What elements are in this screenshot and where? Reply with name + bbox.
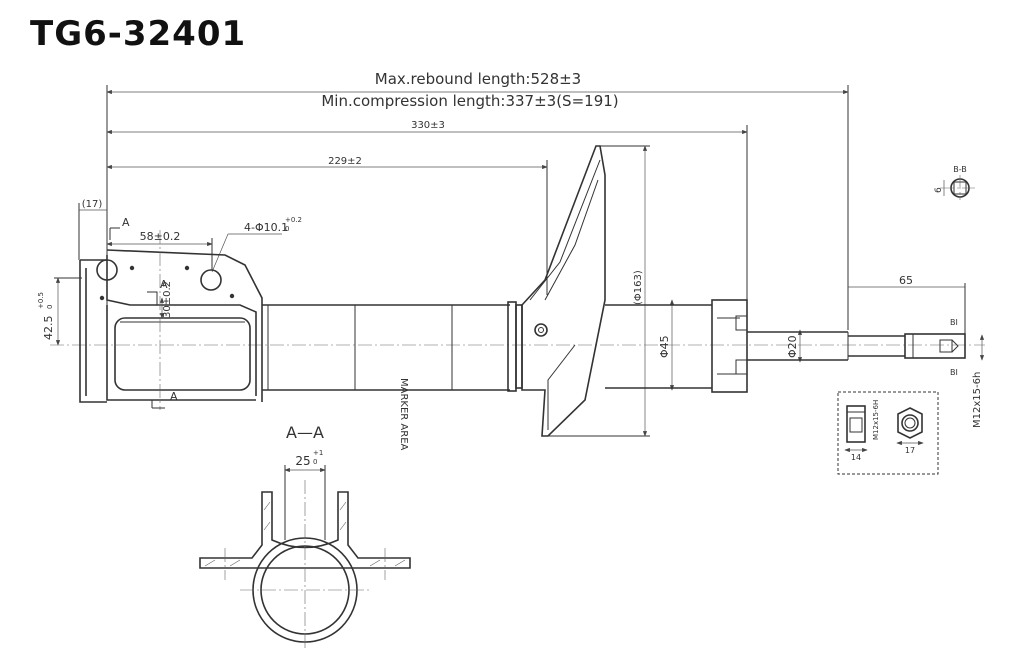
detail-bb [940, 175, 975, 200]
section-bb-label: B-B [953, 165, 967, 174]
body-diameter-label: Φ45 [658, 335, 671, 358]
seat-diameter-label: (Φ163) [633, 270, 644, 305]
section-mark-a-mid: A [160, 278, 168, 291]
max-rebound-label: Max.rebound length:528±3 [375, 70, 581, 88]
hole-spacing-label: 58±0.2 [140, 230, 181, 243]
height-42-tol-upper: +0.5 [37, 292, 45, 309]
piston-rod [747, 331, 966, 361]
height-42-tol-lower: 0 [46, 305, 54, 309]
hole-tolerance-lower: 0 [285, 225, 289, 233]
section-aa [199, 465, 411, 650]
spring-seat [521, 145, 606, 437]
part-number-title: TG6-32401 [30, 14, 247, 54]
slot-width-label: 25 [295, 454, 310, 468]
slot-width-tol-lower: 0 [313, 458, 317, 466]
section-aa-title: A—A [286, 423, 324, 442]
thread-length-label: 65 [899, 274, 913, 287]
rod-diameter-label: Φ20 [786, 335, 799, 358]
bi-bottom-label: BI [950, 368, 958, 377]
nut-width-label: 14 [851, 453, 861, 462]
offset-30-label: 30±0.2 [162, 281, 173, 318]
mounting-bracket [79, 227, 263, 410]
length-229-label: 229±2 [328, 156, 362, 167]
thread-spec-label: M12x15-6h [972, 372, 983, 428]
min-compression-label: Min.compression length:337±3(S=191) [321, 92, 618, 110]
bi-top-label: BI [950, 318, 958, 327]
upper-cylinder [605, 299, 748, 393]
height-42-label: 42.5 [42, 316, 55, 341]
hole-spec-label: 4-Φ10.1 [244, 221, 288, 234]
damper-body [262, 301, 523, 392]
section-mark-a-top: A [122, 216, 130, 229]
nut-across-flats-label: 17 [905, 446, 915, 455]
flat-6-label: 6 [934, 187, 944, 193]
nut-detail [837, 391, 939, 475]
marker-area-label: MARKER AREA [398, 378, 409, 451]
dimension-lines [54, 85, 985, 437]
nut-thread-label: M12x15-6H [872, 400, 880, 440]
slot-width-tol-upper: +1 [313, 449, 323, 457]
length-330-label: 330±3 [411, 120, 445, 131]
hole-tolerance-upper: +0.2 [285, 216, 302, 224]
section-mark-a-bottom: A [170, 390, 178, 403]
dimension-labels: Max.rebound length:528±3 Min.compression… [37, 70, 983, 468]
length-17-label: (17) [82, 199, 103, 210]
